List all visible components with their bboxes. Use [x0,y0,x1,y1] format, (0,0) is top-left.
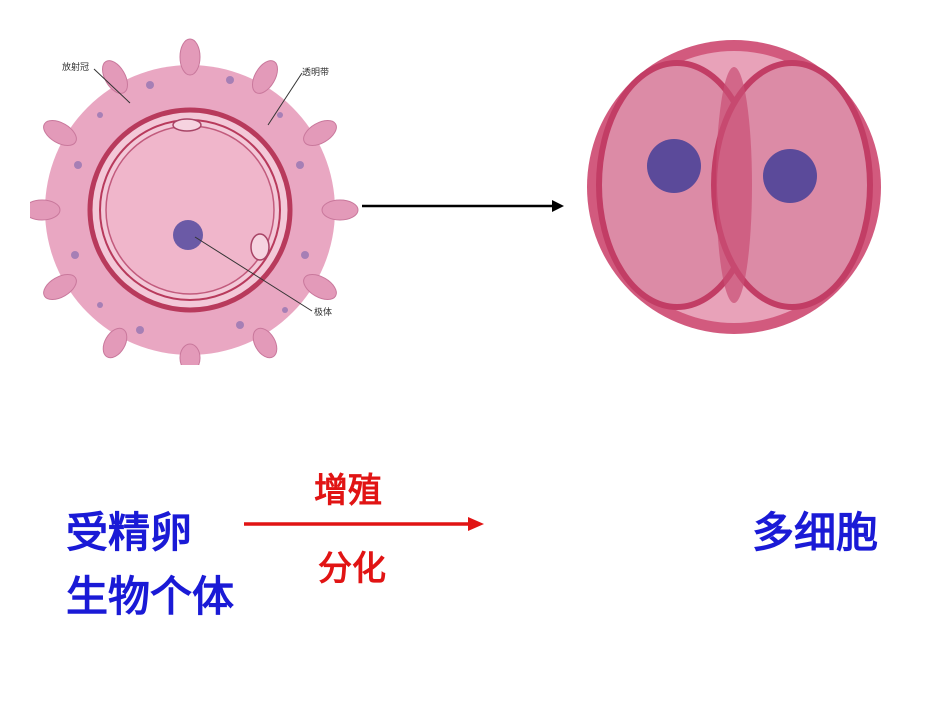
label-multicellular: 多细胞 [752,512,878,554]
nucleus-right [763,149,817,203]
nucleus-left [647,139,701,193]
ovum-cytoplasm [106,126,274,294]
label-corona-radiata: 放射冠 [62,61,89,73]
label-organism: 生物个体 [66,576,234,618]
process-arrow [242,514,492,534]
two-cell-embryo-illustration [582,40,887,335]
illustration-arrow [360,196,570,216]
label-fertilized-egg: 受精卵 [66,512,192,554]
label-differentiation: 分化 [318,552,386,586]
label-polar-body: 极体 [314,306,332,318]
label-proliferation: 增殖 [314,474,382,508]
label-zona-pellucida: 透明带 [302,67,329,78]
nucleus [173,220,203,250]
fertilized-egg-illustration: 放射冠 透明带 极体 [30,25,370,365]
